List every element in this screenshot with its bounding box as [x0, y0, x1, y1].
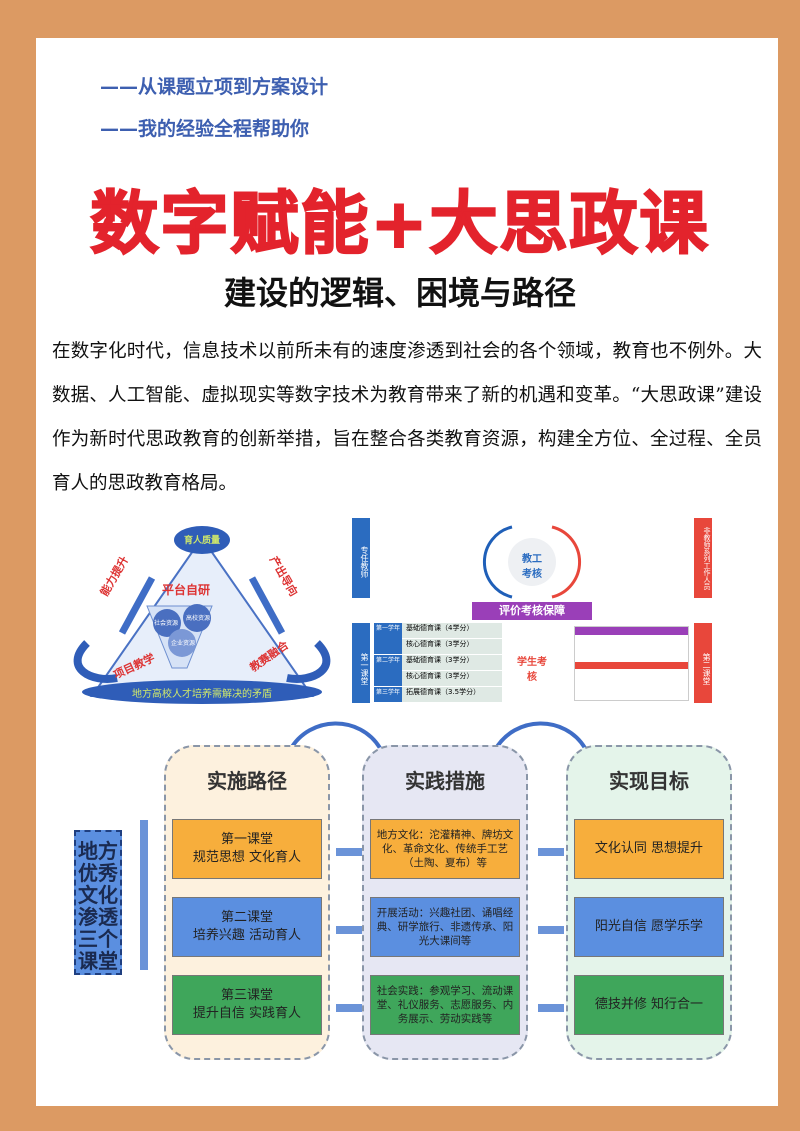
figure-three-classrooms: 地方优秀文化渗透三个课堂 实施路径 第一课堂规范思想 文化育人 第二课堂培养兴趣… [60, 720, 750, 1070]
column-title: 实现目标 [609, 769, 689, 793]
measure-box: 开展活动：兴趣社团、诵唱经典、研学旅行、非遗传承、阳光大课间等 [370, 897, 520, 957]
year-label: 第三学年 [374, 687, 402, 702]
flow-arrows [288, 721, 587, 752]
course-item: 拓展德育课（3.5学分） [374, 687, 502, 702]
center-bottom-label: 学生考核 [517, 657, 547, 683]
right-bottom-label: 第二课堂 [694, 623, 712, 703]
arrow [538, 848, 564, 856]
measure-box: 地方文化：沱灌精神、牌坊文化、革命文化、传统手工艺（土陶、夏布）等 [370, 819, 520, 879]
banner: 评价考核保障 [472, 602, 592, 620]
intro-paragraph: 在数字化时代，信息技术以前所未有的速度渗透到社会的各个领域，教育也不例外。大数据… [52, 341, 762, 494]
column-goals: 实现目标 文化认同 思想提升 阳光自信 愿学乐学 德技并修 知行合一 [566, 745, 732, 1060]
course-item: 核心德育课（3学分） [374, 639, 502, 654]
connector [140, 820, 148, 970]
course-list: 基础德育课（4学分） 核心德育课（3学分） 基础德育课（3学分） 核心德育课（3… [374, 623, 502, 702]
box-text: 提升自信 实践育人 [192, 1006, 302, 1021]
bottom-label: 地方高校人才培养需解决的矛盾 [132, 689, 272, 700]
circle-label: 高校资源 [186, 615, 211, 622]
path-box: 第三课堂提升自信 实践育人 [172, 975, 322, 1035]
box-title: 第二课堂 [220, 910, 273, 925]
tagline-1: ——从课题立项到方案设计 [100, 76, 329, 98]
figure-triangle-model: 育人质量 平台自研 能力提升 产出导向 项目教学 教赛融合 社会资源 高校资源 … [62, 518, 342, 708]
arrow [336, 1004, 362, 1012]
side-label: 地方优秀文化渗透三个课堂 [74, 830, 122, 975]
right-label: 非教师系列工作人员 [694, 518, 712, 598]
year-label: 第二学年 [374, 655, 402, 686]
credit-table [574, 626, 689, 701]
goal-box: 阳光自信 愿学乐学 [574, 897, 724, 957]
box-title: 第一课堂 [220, 832, 273, 847]
column-title: 实践措施 [405, 769, 485, 793]
triangle-graphic [73, 526, 331, 704]
circle-label: 企业资源 [171, 640, 196, 647]
course-item: 核心德育课（3学分） [374, 671, 502, 686]
course-item: 基础德育课（4学分） [374, 623, 502, 638]
box-title: 第三课堂 [220, 988, 273, 1003]
subtitle: 建设的逻辑、困境与路径 [223, 274, 576, 312]
arrow [538, 1004, 564, 1012]
main-title: 数字赋能+大思政课 [90, 184, 710, 265]
box-text: 培养兴趣 活动育人 [192, 928, 302, 943]
center-top-label: 教工考核 [522, 554, 542, 580]
circle-label: 社会资源 [154, 620, 179, 627]
node-top: 育人质量 [183, 536, 220, 546]
column-path: 实施路径 第一课堂规范思想 文化育人 第二课堂培养兴趣 活动育人 第三课堂提升自… [164, 745, 330, 1060]
arrow [538, 926, 564, 934]
course-item: 基础德育课（3学分） [374, 655, 502, 670]
measure-box: 社会实践：参观学习、流动课堂、礼仪服务、志愿服务、内务展示、劳动实践等 [370, 975, 520, 1035]
left-label: 专任教师 [352, 518, 370, 598]
center-label: 平台自研 [162, 583, 211, 597]
arrow [336, 926, 362, 934]
box-text: 规范思想 文化育人 [192, 850, 302, 865]
figure-assessment: 专任教师 非教师系列工作人员 教工考核 评价考核保障 第一课堂 第二课堂 基础德… [352, 518, 722, 703]
path-box: 第一课堂规范思想 文化育人 [172, 819, 322, 879]
column-measures: 实践措施 地方文化：沱灌精神、牌坊文化、革命文化、传统手工艺（土陶、夏布）等 开… [362, 745, 528, 1060]
goal-box: 德技并修 知行合一 [574, 975, 724, 1035]
path-box: 第二课堂培养兴趣 活动育人 [172, 897, 322, 957]
arrow [336, 848, 362, 856]
goal-box: 文化认同 思想提升 [574, 819, 724, 879]
ring-graphic [482, 525, 582, 599]
tagline-2: ——我的经验全程帮助你 [100, 118, 310, 140]
year-label: 第一学年 [374, 623, 402, 654]
column-title: 实施路径 [207, 769, 287, 793]
left-bottom-label: 第一课堂 [352, 623, 370, 703]
